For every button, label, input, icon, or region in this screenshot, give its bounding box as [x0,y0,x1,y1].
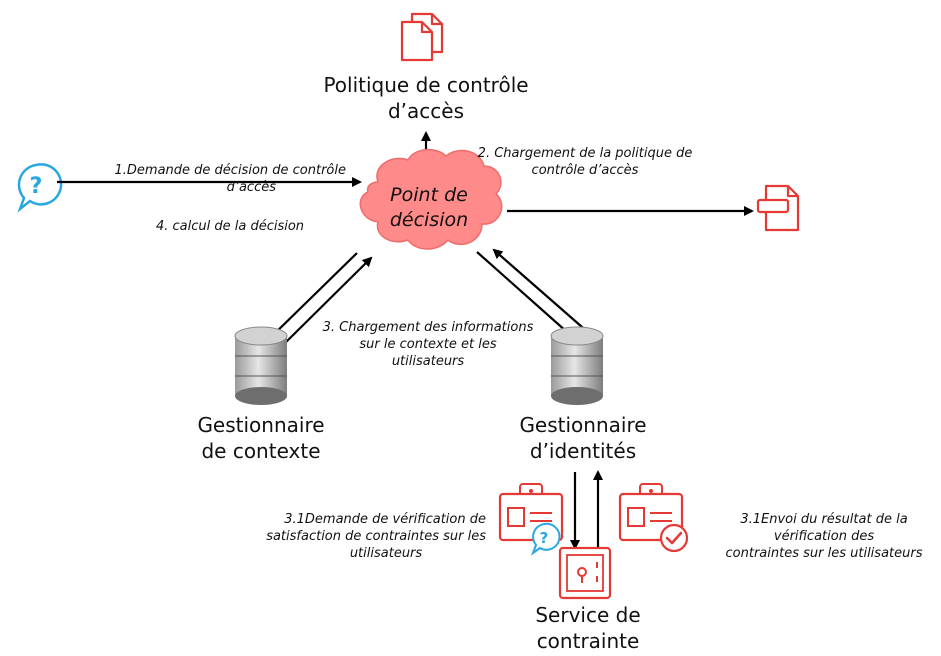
constraint-service-label: Service de contrainte [508,602,668,654]
verify-request-annotation-line2: satisfaction de contraintes sur les [266,528,486,544]
request-annotation-line1: 1.Demande de décision de contrôle [114,163,347,178]
load-info-annotation-line1: 3. Chargement des informations [322,320,534,335]
database-icon [550,326,604,405]
request-annotation: 1.Demande de décision de contrôle d’accè… [56,163,347,197]
policy-label-line2: d’accès [387,99,465,123]
question-bubble-icon: ? [17,163,63,213]
documents-icon [400,12,444,62]
document-output-icon [756,184,800,232]
policy-label-line1: Politique de contrôle [323,73,529,97]
id-card-question-icon: ? [498,483,564,556]
svg-text:?: ? [30,174,43,199]
svg-text:?: ? [540,529,549,547]
constraint-service-label-line1: Service de [535,603,641,627]
decision-label: Point de décision [364,183,494,232]
decision-label-line2: décision [389,208,469,231]
id-card-check-icon [618,483,689,553]
arrow-context-to-decision [281,256,373,347]
verify-request-annotation: 3.1Demande de vérification de satisfacti… [226,512,486,563]
request-annotation-line2: d’accès [226,179,276,195]
load-policy-annotation: 2. Chargement de la politique de contrôl… [450,146,720,180]
database-icon [234,326,288,405]
load-info-annotation-line2: sur le contexte et les [359,336,497,352]
identity-manager-label-line2: d’identités [529,439,637,463]
load-policy-annotation-line1: 2. Chargement de la politique de [477,146,693,161]
arrow-decision-to-identity [476,251,578,342]
arrow-decision-to-context [266,252,358,342]
policy-label: Politique de contrôle d’accès [296,72,556,124]
compute-annotation: 4. calcul de la décision [155,219,305,234]
context-manager-label-line1: Gestionnaire [197,413,325,437]
identity-manager-label: Gestionnaire d’identités [498,412,668,464]
context-manager-label-line2: de contexte [201,439,321,463]
constraint-service-label-line2: contrainte [536,629,640,653]
verify-result-annotation-line3: contraintes sur les utilisateurs [725,545,923,561]
decision-label-line1: Point de [390,184,468,206]
arrow-identity-to-decision [492,248,591,335]
verify-request-annotation-line1: 3.1Demande de vérification de [284,512,486,527]
verify-result-annotation-line2: vérification des [773,528,875,544]
load-info-annotation: 3. Chargement des informations sur le co… [298,320,558,371]
verify-result-annotation: 3.1Envoi du résultat de la vérification … [710,512,938,563]
identity-manager-label-line1: Gestionnaire [519,413,647,437]
verify-result-annotation-line1: 3.1Envoi du résultat de la [740,512,908,527]
decision-cloud [359,148,503,250]
load-policy-annotation-line2: contrôle d’accès [531,162,639,178]
context-manager-label: Gestionnaire de contexte [176,412,346,464]
verify-request-annotation-line3: utilisateurs [349,545,423,561]
safe-icon [558,546,612,600]
load-info-annotation-line3: utilisateurs [391,353,465,369]
